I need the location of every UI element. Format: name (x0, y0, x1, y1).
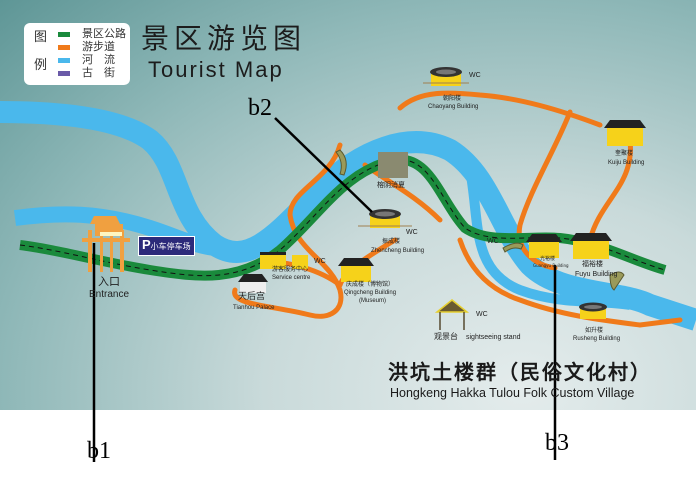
chaoyang-label-cn: 朝阳楼 (443, 95, 462, 102)
chaoyang-label-en: Chaoyang Building (428, 104, 479, 110)
qingcheng-label-en2: (Museum) (359, 298, 387, 304)
entrance-label-cn: 入口 (98, 275, 120, 288)
marker-b3: b3 (545, 430, 569, 456)
entrance-gate-icon (82, 216, 130, 272)
service-centre-icon (260, 252, 308, 269)
wc-label: WC (487, 238, 499, 245)
map-title-cn: 景区游览图 (141, 22, 307, 55)
wc-label: WC (469, 72, 481, 79)
legend-side-label: 图 (34, 30, 48, 45)
parking-sign: P小车停车场 (138, 236, 195, 256)
guangyu-label-cn: 光裕楼 (540, 256, 556, 262)
temple-icon (238, 274, 268, 293)
square-tulou-icon (570, 233, 612, 259)
guangyu-label-en: Guangyu Building (533, 263, 569, 268)
legend-item-footpath: 游步道 (58, 41, 115, 53)
square-tulou-icon (604, 120, 646, 146)
tianhou-label-en: Tianhou Palace (233, 305, 275, 311)
legend-item-old-street: 古 街 (58, 67, 115, 79)
qingcheng-label-cn: 庆成楼（博物馆） (346, 281, 395, 288)
map-legend: 图 例 景区公路 游步道 河 流 古 街 (24, 23, 130, 85)
square-tulou-icon (526, 234, 562, 258)
tianhou-label-cn: 天后宫 (238, 292, 266, 302)
marker-b1: b1 (87, 438, 111, 464)
square-tulou-icon (338, 258, 374, 282)
tulou-buildings (238, 67, 646, 330)
stand-label-cn: 观景台 (434, 332, 458, 341)
round-tulou-icon (579, 302, 607, 319)
bridge-icon (335, 149, 625, 291)
pavilion-icon (434, 299, 470, 330)
fuyu-label-cn: 福裕楼 (582, 260, 603, 268)
qingcheng-label-en: Qingcheng Building (344, 290, 397, 296)
legend-item-road: 景区公路 (58, 28, 126, 40)
rusheng-label-cn: 如升楼 (585, 327, 604, 334)
wc-label: WC (406, 229, 418, 236)
legend-side-label: 例 (34, 58, 48, 73)
round-tulou-icon (423, 67, 469, 86)
wc-label: WC (476, 311, 488, 318)
service-label-cn: 游客服务中心 (272, 266, 309, 273)
legend-item-river: 河 流 (58, 54, 115, 66)
map-title-en: Tourist Map (148, 57, 284, 82)
entrance-label-en: Entrance (89, 289, 130, 300)
shade-label-cn: 榕阴消夏 (377, 181, 405, 189)
service-label-en: Service centre (272, 275, 311, 281)
stand-label-en: sightseeing stand (466, 334, 521, 341)
marker-b2: b2 (248, 95, 272, 121)
village-title-en: Hongkeng Hakka Tulou Folk Custom Village (390, 386, 635, 400)
rusheng-label-en: Rusheng Building (573, 336, 621, 342)
zhencheng-label-cn: 振成楼 (382, 238, 401, 245)
tree-photo-icon (378, 152, 408, 178)
wc-label: WC (314, 258, 326, 265)
kuiju-label-cn: 奎聚楼 (615, 150, 634, 157)
village-title-cn: 洪坑土楼群（民俗文化村） (388, 360, 652, 384)
marker-lines (92, 117, 557, 462)
zhencheng-label-en: Zhencheng Building (371, 248, 425, 254)
fuyu-label-en: Fuyu Building (575, 271, 618, 278)
footpaths (232, 90, 683, 328)
round-tulou-icon (358, 209, 412, 228)
kuiju-label-en: Kuiju Building (608, 160, 645, 166)
